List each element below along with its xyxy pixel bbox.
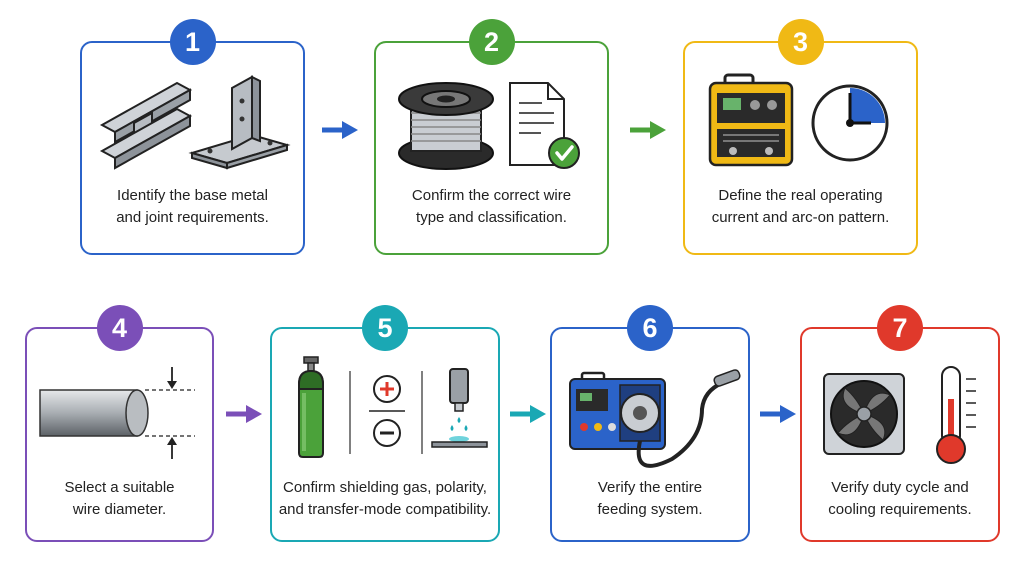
caption-line-1: Confirm shielding gas, polarity, [283, 479, 487, 496]
step-number-badge: 1 [169, 19, 216, 65]
step-number-badge: 7 [877, 305, 923, 351]
step-number-badge: 2 [468, 19, 515, 65]
welder-machine-icon [708, 73, 794, 167]
timer-clock-icon [811, 84, 889, 162]
step-card-6: 6 Verify the entire feeding system. [550, 305, 750, 542]
caption-line-1: Verify the entire [597, 479, 703, 496]
document-check-icon [509, 82, 580, 169]
welding-torch-tip-icon [431, 368, 488, 448]
caption-line-2: feeding system. [597, 501, 703, 518]
steel-beam-icon [99, 81, 193, 170]
caption-line-2: and joint requirements. [116, 209, 269, 226]
step-caption: Identify the base metal and joint requir… [82, 185, 303, 229]
step-7-icons [823, 366, 976, 464]
step-2-icons [398, 82, 580, 170]
caption-line-2: cooling requirements. [828, 501, 972, 518]
diameter-dimension-icon [145, 367, 195, 459]
step-number-badge: 3 [777, 19, 824, 65]
step-1-icons [99, 75, 291, 170]
flow-arrow-5-to-6 [510, 405, 546, 423]
step-card-3: 3 Define the real operating current and … [683, 19, 918, 255]
cooling-fan-icon [823, 373, 905, 455]
polarity-icon [369, 375, 405, 447]
wire-spool-icon [398, 82, 494, 170]
step-caption: Confirm the correct wire type and classi… [376, 185, 607, 229]
metal-rod-icon [39, 389, 149, 437]
step-caption: Select a suitable wire diameter. [27, 477, 212, 521]
flow-arrow-4-to-5 [226, 405, 262, 423]
step-number-badge: 6 [627, 305, 673, 351]
step-card-4: 4 Select a suitable wire diameter. [25, 305, 214, 542]
caption-line-2: type and classification. [416, 209, 567, 226]
caption-line-2: current and arc-on pattern. [711, 209, 890, 226]
thermometer-icon [936, 366, 976, 464]
caption-line-1: Define the real operating [718, 187, 883, 204]
caption-line-1: Confirm the correct wire [411, 187, 572, 204]
step-caption: Verify the entire feeding system. [552, 477, 748, 521]
step-5-icons [298, 356, 488, 458]
step-caption: Define the real operating current and ar… [685, 185, 916, 229]
step-caption: Verify duty cycle and cooling requiremen… [802, 477, 998, 521]
caption-line-1: Identify the base metal [117, 187, 268, 204]
caption-line-2: wire diameter. [72, 501, 167, 518]
caption-line-2: and transfer-mode compatibility. [278, 501, 492, 518]
step-number-badge: 5 [362, 305, 408, 351]
mig-welder-icon [569, 369, 741, 468]
step-caption: Confirm shielding gas, polarity, and tra… [272, 477, 498, 521]
step-card-2: 2 Confirm the correct wire type and c [374, 19, 609, 255]
step-number-badge: 4 [96, 305, 143, 351]
step-card-1: 1 Identify the base metal and joint requ… [80, 19, 305, 255]
angle-bracket-icon [188, 75, 291, 170]
gas-cylinder-icon [298, 356, 324, 458]
step-6-icons [569, 369, 741, 468]
step-card-7: 7 Verify duty cycle and cooling requ [800, 305, 1000, 542]
caption-line-1: Verify duty cycle and [831, 479, 969, 496]
step-card-5: 5 Confirm shielding g [270, 305, 500, 542]
flow-arrow-6-to-7 [760, 405, 796, 423]
flow-arrow-1-to-2 [322, 121, 358, 139]
flow-arrow-2-to-3 [630, 121, 666, 139]
caption-line-1: Select a suitable [64, 479, 175, 496]
step-3-icons [708, 73, 889, 167]
step-4-icons [39, 367, 195, 459]
